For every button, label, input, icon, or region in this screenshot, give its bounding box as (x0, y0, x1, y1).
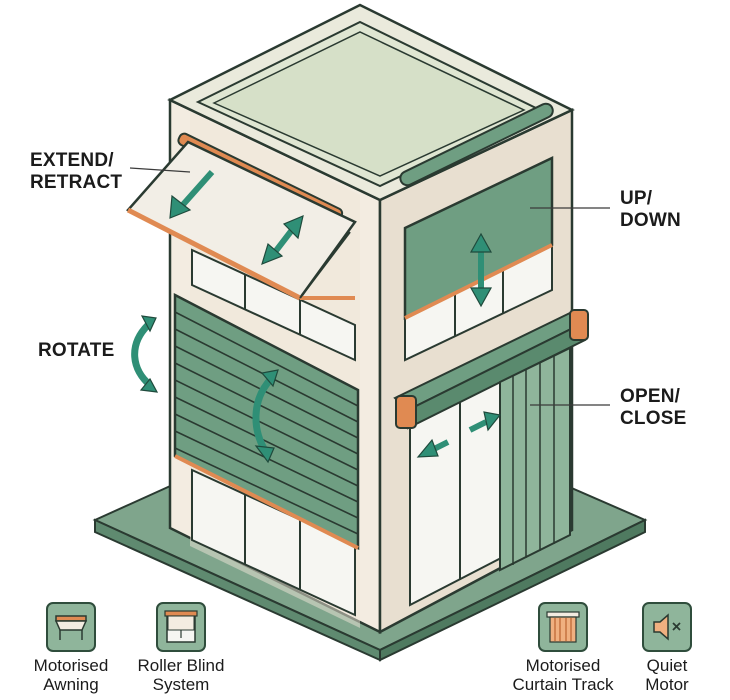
legend-item-motorised-curtain-track: Motorised Curtain Track (503, 602, 623, 694)
callout-line: CLOSE (620, 408, 687, 429)
up-down-arrow-icon (469, 232, 493, 308)
legend-label-line: Quiet (646, 656, 688, 675)
callout-up-down: UP/ DOWN (620, 188, 681, 232)
speaker-mute-icon (642, 602, 692, 652)
callout-extend-retract: EXTEND/ RETRACT (30, 150, 122, 194)
motion-arrows (131, 170, 502, 464)
callout-leaders (129, 167, 610, 406)
legend-label: Quiet Motor (607, 656, 727, 694)
roller-blind-icon (156, 602, 206, 652)
callout-line: UP/ (620, 188, 653, 209)
legend-label-line: Motorised (33, 656, 109, 675)
legend-label-line: Awning (43, 675, 99, 694)
legend-item-roller-blind-system: Roller Blind System (121, 602, 241, 694)
legend-label-line: Motorised (525, 656, 601, 675)
legend-label: Roller Blind System (121, 656, 241, 694)
legend-item-quiet-motor: Quiet Motor (607, 602, 727, 694)
legend-label-line: Motor (645, 675, 689, 694)
legend-label: Motorised Curtain Track (503, 656, 623, 694)
callout-line: EXTEND/ (30, 150, 114, 171)
legend-label-line: System (152, 675, 210, 694)
louver-panel (173, 292, 360, 551)
legend-label-line: Curtain Track (512, 675, 614, 694)
callout-line: DOWN (620, 210, 681, 231)
open-close-arrow-icon (416, 411, 502, 458)
callout-line: RETRACT (30, 172, 123, 193)
curtain-track (393, 309, 589, 430)
extend-arrow-icon (169, 170, 215, 219)
retract-arrow-icon (261, 214, 304, 266)
callout-line: ROTATE (38, 340, 115, 361)
rotate-arrow-icon (131, 322, 273, 454)
callout-line: OPEN/ (620, 386, 681, 407)
callout-open-close: OPEN/ CLOSE (620, 386, 686, 430)
awning-icon (46, 602, 96, 652)
legend-label: Motorised Awning (11, 656, 131, 694)
awning (125, 132, 357, 301)
curtain (499, 346, 571, 572)
legend-label-line: Roller Blind (137, 656, 225, 675)
legend-item-motorised-awning: Motorised Awning (11, 602, 131, 694)
curtain-track-icon (538, 602, 588, 652)
callout-rotate: ROTATE (38, 340, 115, 362)
